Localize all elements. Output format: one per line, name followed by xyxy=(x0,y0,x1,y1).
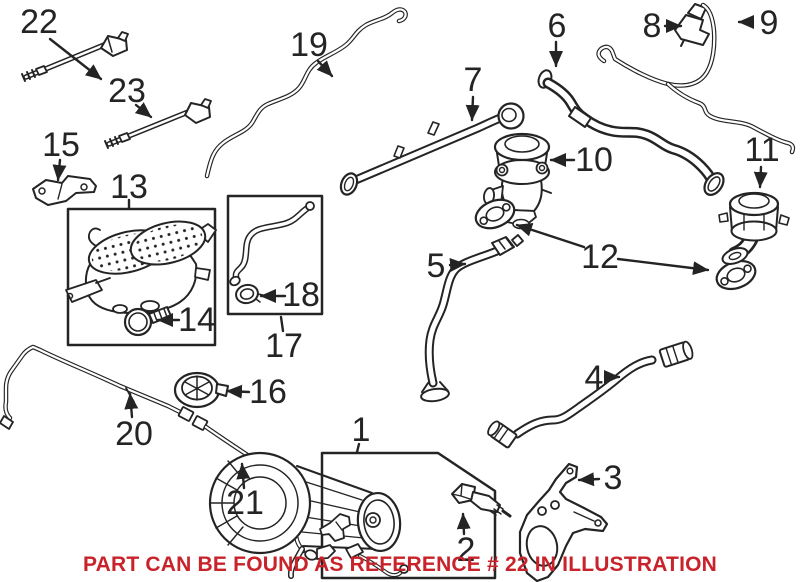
callout-20: 20 xyxy=(115,415,153,453)
part-17-hose-illustration xyxy=(229,201,315,287)
part-22-sensor-illustration xyxy=(21,31,129,82)
callout-17: 17 xyxy=(265,327,303,365)
callout-1: 1 xyxy=(351,411,371,449)
part-19-tube-illustration xyxy=(204,7,408,179)
callout-23: 23 xyxy=(108,72,146,110)
part-7-pipe-illustration xyxy=(339,102,525,196)
part-15-bracket-illustration xyxy=(32,175,97,206)
part-1-air-pump-illustration xyxy=(208,451,409,579)
part-18-grommet-illustration xyxy=(235,283,264,305)
leader-lines xyxy=(48,15,768,536)
part-20-tube-illustration xyxy=(0,344,195,430)
callout-8: 8 xyxy=(642,7,662,45)
callout-9: 9 xyxy=(759,4,779,42)
callout-15: 15 xyxy=(42,126,80,164)
part-16-cap-illustration xyxy=(173,371,229,409)
part-8-solenoid-illustration xyxy=(674,3,710,47)
callout-18: 18 xyxy=(282,276,320,314)
part-17-box xyxy=(226,194,324,316)
reference-notice-text: PART CAN BE FOUND AS REFERENCE # 22 IN I… xyxy=(82,553,718,576)
part-2-sensor-illustration xyxy=(451,483,512,518)
callout-21: 21 xyxy=(226,484,264,522)
callout-14: 14 xyxy=(178,301,216,339)
part-13-canister-illustration xyxy=(65,220,217,315)
part-23-sensor-illustration xyxy=(104,98,212,149)
callout-12: 12 xyxy=(581,238,619,276)
part-3-bracket-illustration xyxy=(518,462,609,582)
callout-3: 3 xyxy=(603,459,623,497)
callout-4: 4 xyxy=(584,359,604,397)
part-9-vacuum-line-illustration xyxy=(596,2,796,155)
part-13-box xyxy=(66,207,217,347)
callout-7: 7 xyxy=(463,61,483,99)
callout-16: 16 xyxy=(249,373,287,411)
part-4-hose-illustration xyxy=(487,340,694,449)
callout-19: 19 xyxy=(290,26,328,64)
callout-6: 6 xyxy=(547,7,567,45)
part-12-gasket-a-illustration xyxy=(474,198,516,230)
callout-13: 13 xyxy=(110,168,148,206)
part-11-valve-illustration xyxy=(718,191,790,265)
callout-5: 5 xyxy=(426,247,446,285)
callout-22: 22 xyxy=(20,3,58,41)
part-6-hose-illustration xyxy=(537,69,725,196)
part-12-gasket-b-illustration xyxy=(715,259,757,291)
callout-2: 2 xyxy=(456,531,476,569)
callout-11: 11 xyxy=(744,131,780,169)
callout-10: 10 xyxy=(575,141,613,179)
